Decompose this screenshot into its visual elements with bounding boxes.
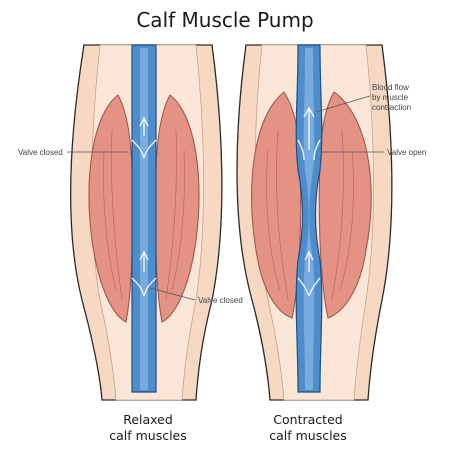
relaxed-leg	[69, 44, 223, 401]
relaxed-upper-valve-label: Valve closed	[18, 148, 63, 157]
contracted-vein-highlight	[303, 48, 315, 390]
contracted-muscle-fibers	[266, 129, 354, 301]
contracted-caption-line1: Contracted	[273, 412, 342, 427]
contracted-lower-valve-icon	[297, 250, 321, 297]
contracted-leg	[236, 44, 393, 401]
blood-flow-label-line3: contraction	[372, 103, 411, 112]
contracted-open-valve-icon	[297, 139, 321, 161]
valve-open-label: Valve open	[387, 148, 426, 157]
blood-flow-leader	[315, 95, 371, 113]
relaxed-lower-valve-icon	[131, 250, 157, 297]
blood-flow-label-line1: Blood flow	[372, 83, 409, 92]
relaxed-lower-valve-leader	[149, 287, 196, 301]
relaxed-caption-line2: calf muscles	[109, 428, 187, 443]
relaxed-muscle-fibers	[103, 129, 185, 301]
relaxed-caption-line1: Relaxed	[123, 412, 173, 427]
blood-flow-label-line2: by muscle	[372, 93, 409, 102]
contracted-caption-line2: calf muscles	[269, 428, 347, 443]
relaxed-upper-valve-icon	[131, 116, 157, 159]
diagram-title: Calf Muscle Pump	[136, 8, 313, 32]
relaxed-vein-highlight	[140, 48, 148, 390]
upward-arrow-icon	[303, 106, 315, 150]
relaxed-lower-valve-label: Valve closed	[198, 296, 243, 305]
relaxed-right-muscle	[154, 94, 200, 323]
